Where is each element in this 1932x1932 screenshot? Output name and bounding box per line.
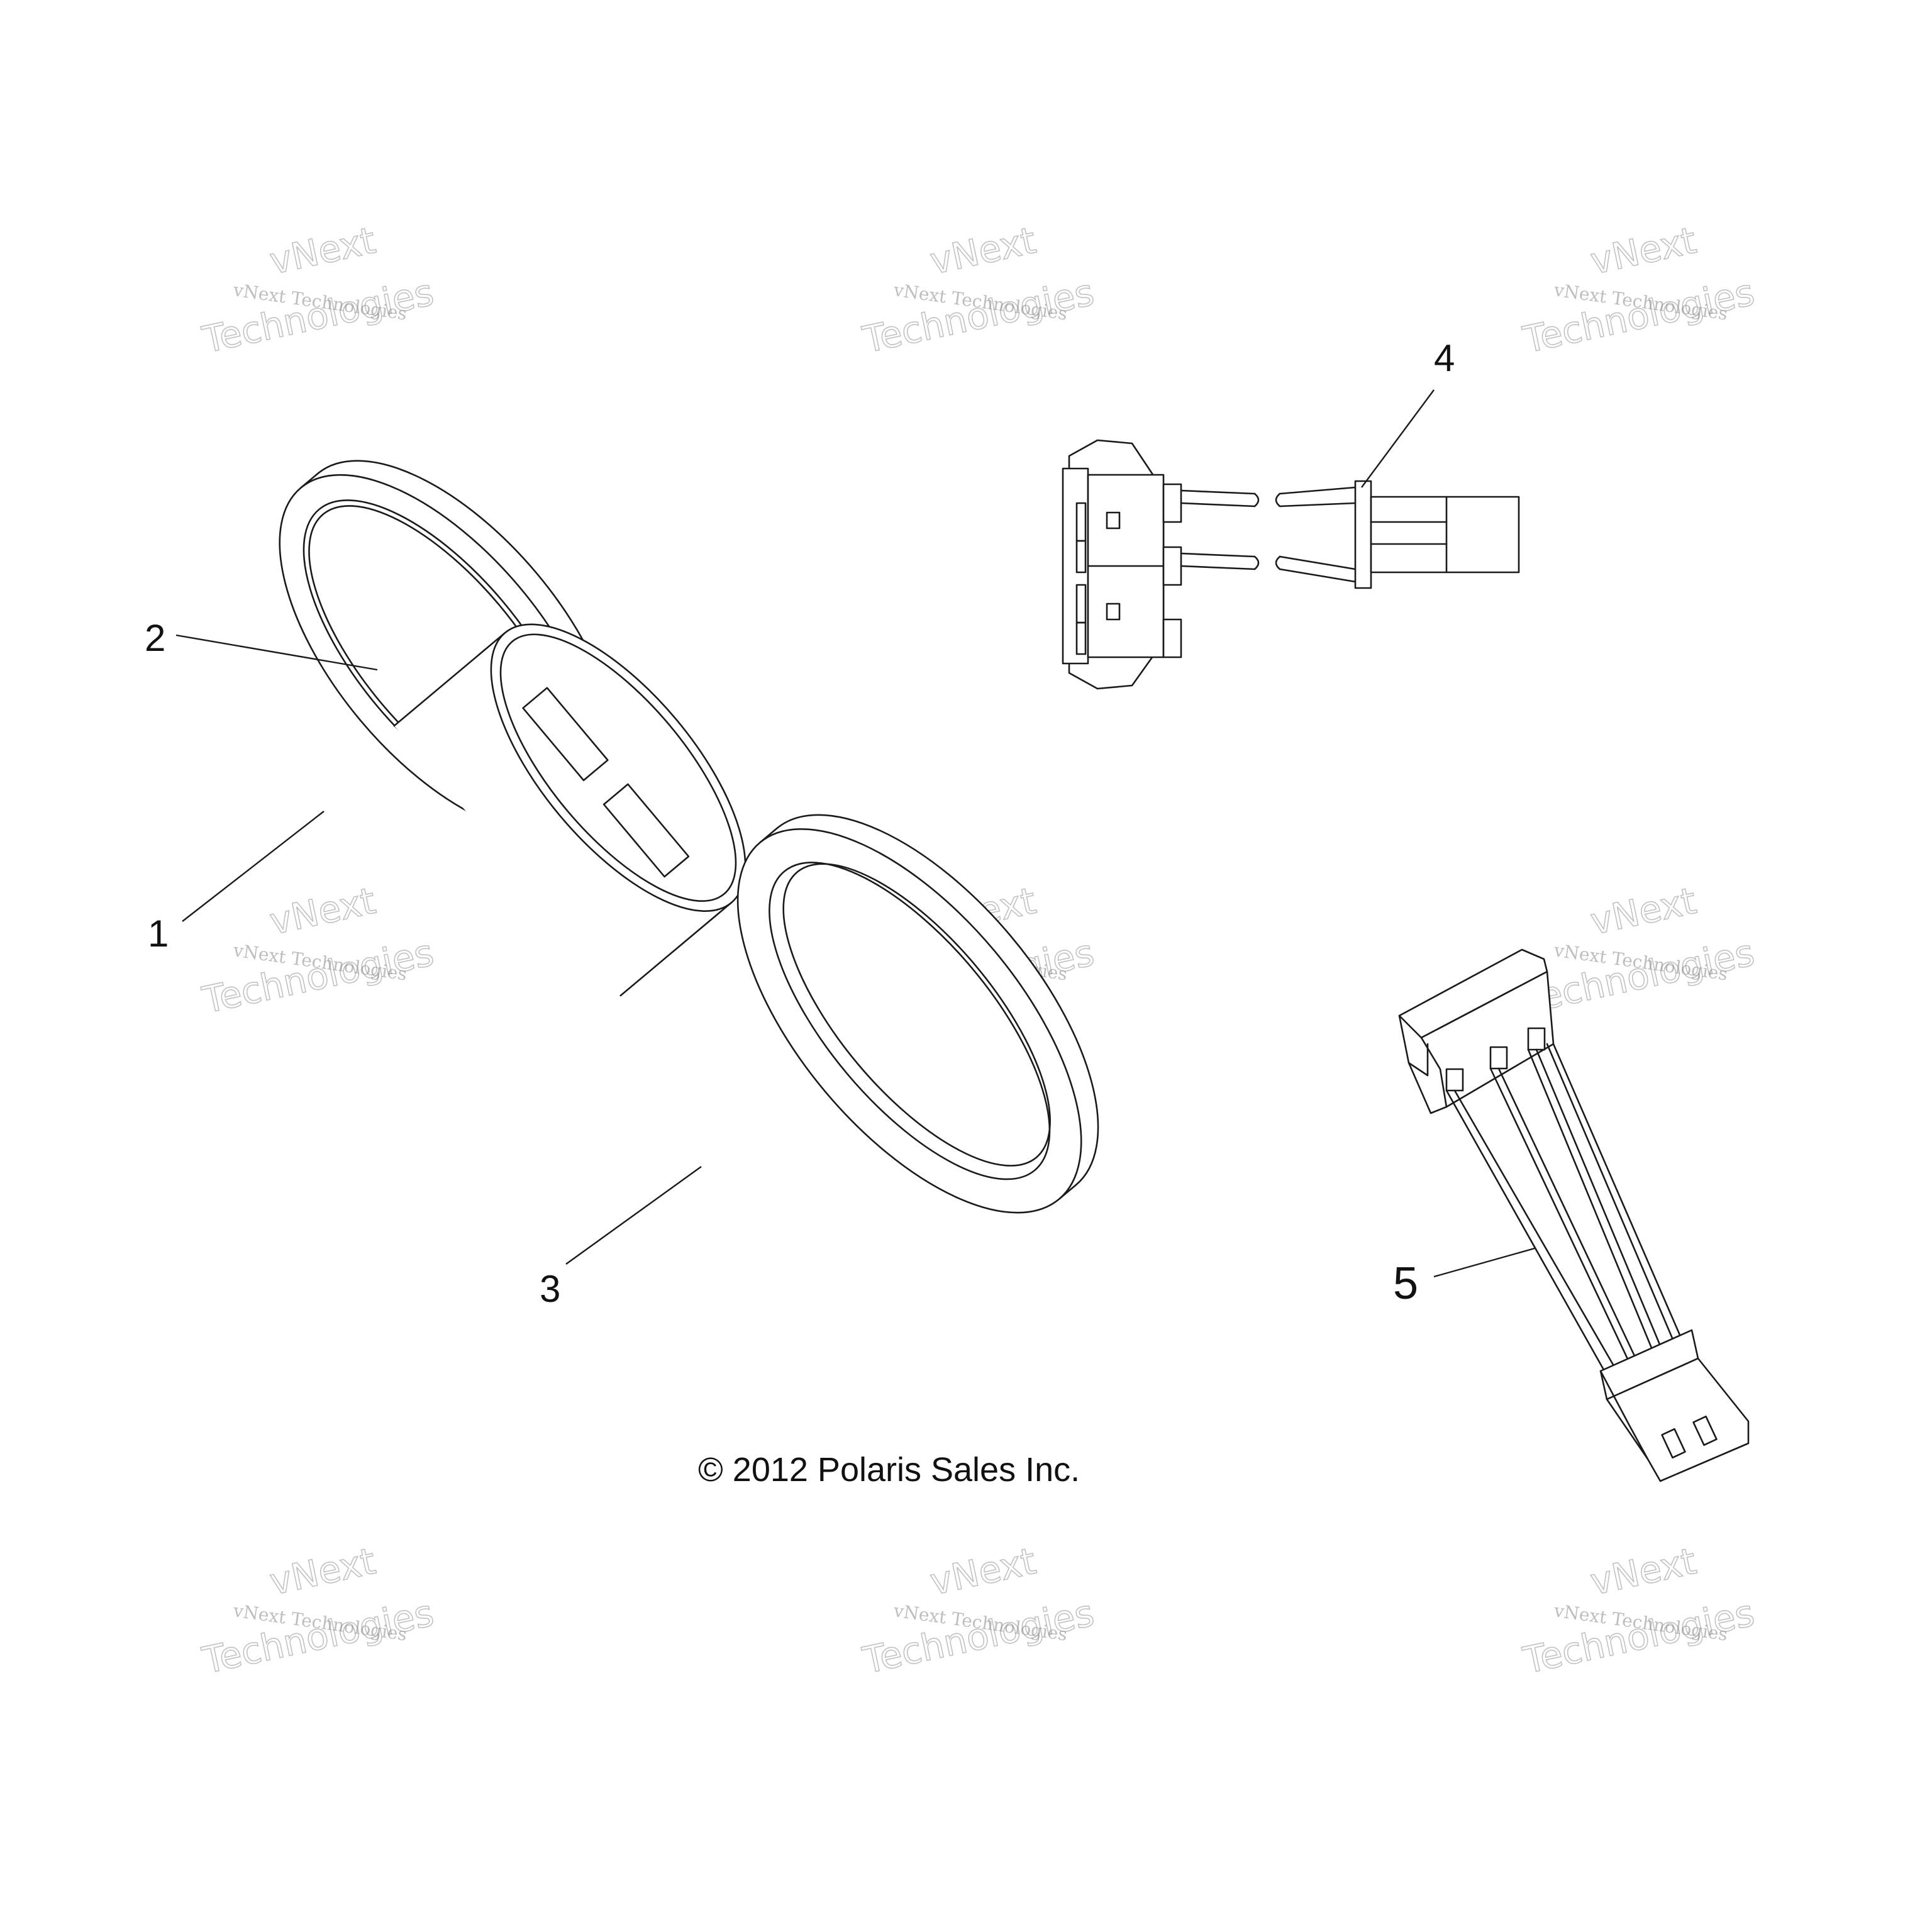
gauge-window-upper: [522, 687, 609, 782]
harness-assembly: [1398, 948, 1750, 1482]
watermark-mid-left: vNext Technologies vNext Technologies: [198, 879, 438, 1022]
leader-lines: [175, 389, 1535, 1278]
watermark-mid-right: vNext Technologies vNext Technologies: [1519, 879, 1758, 1022]
switch-indicator-upper: [1106, 511, 1121, 530]
watermark-bottom-left: vNext Technologies vNext Technologies: [198, 1539, 438, 1682]
switch-wire: [1180, 489, 1256, 508]
watermark-top-left: vNext Technologies vNext Technologies: [198, 218, 438, 362]
harness-stub: [1445, 1068, 1464, 1092]
harness-wire: [1527, 1048, 1662, 1352]
watermark-text: vNext: [266, 879, 379, 943]
harness-stub: [1489, 1046, 1508, 1070]
watermark-text: vNext: [926, 219, 1040, 283]
leader-3: [565, 1166, 702, 1265]
callout-1: 1: [148, 913, 169, 955]
switch-wire: [1279, 486, 1357, 508]
ring-inner-edge: [769, 862, 1051, 1180]
gauge-body: [393, 623, 747, 997]
leader-4: [1361, 389, 1435, 488]
callout-4: 4: [1434, 337, 1455, 379]
switch-wire: [1180, 552, 1256, 570]
switch-terminal: [1162, 618, 1182, 658]
leader-1: [182, 811, 325, 922]
callout-2: 2: [145, 617, 165, 659]
callout-3: 3: [540, 1268, 560, 1310]
watermark-text: vNext: [266, 219, 379, 283]
switch-terminal: [1162, 546, 1182, 586]
leader-5: [1433, 1247, 1535, 1278]
switch-connector-flange: [1354, 480, 1372, 589]
watermark-bottom-center: vNext Technologies vNext Technologies: [858, 1539, 1098, 1682]
watermark-text: vNext: [266, 1540, 379, 1604]
copyright-text: © 2012 Polaris Sales Inc.: [698, 1451, 1080, 1489]
watermark-top-right: vNext Technologies vNext Technologies: [1519, 218, 1758, 362]
watermark-top-center: vNext Technologies vNext Technologies: [858, 218, 1098, 362]
watermark-bottom-right: vNext Technologies vNext Technologies: [1519, 1539, 1758, 1682]
harness-top-plate: [1398, 948, 1548, 1039]
gauge-assembly: [279, 460, 747, 997]
harness-wire: [1546, 1043, 1682, 1341]
switch-connector: [1370, 496, 1520, 574]
callout-5: 5: [1393, 1258, 1418, 1309]
switch-bezel: [1062, 467, 1089, 665]
watermark-text: vNext: [926, 1540, 1040, 1604]
gauge-face: [499, 633, 737, 902]
harness-wire: [1445, 1089, 1614, 1371]
watermark-text: vNext: [1587, 879, 1700, 943]
watermark-text: vNext: [1587, 219, 1700, 283]
gauge-window-lower: [602, 783, 690, 878]
callouts: 2 1 3 4 5: [145, 337, 1455, 1310]
leader-2: [175, 634, 378, 671]
ring-front: [736, 828, 1082, 1214]
switch-indicator-lower: [1106, 602, 1121, 621]
switch-wire: [1279, 555, 1357, 583]
switch-terminal: [1162, 483, 1182, 523]
mounting-ring: [736, 814, 1099, 1214]
switch-assembly: [1062, 439, 1520, 690]
watermark-text: vNext: [1587, 1540, 1700, 1604]
harness-wire: [1489, 1067, 1636, 1363]
harness-stub: [1527, 1027, 1546, 1051]
